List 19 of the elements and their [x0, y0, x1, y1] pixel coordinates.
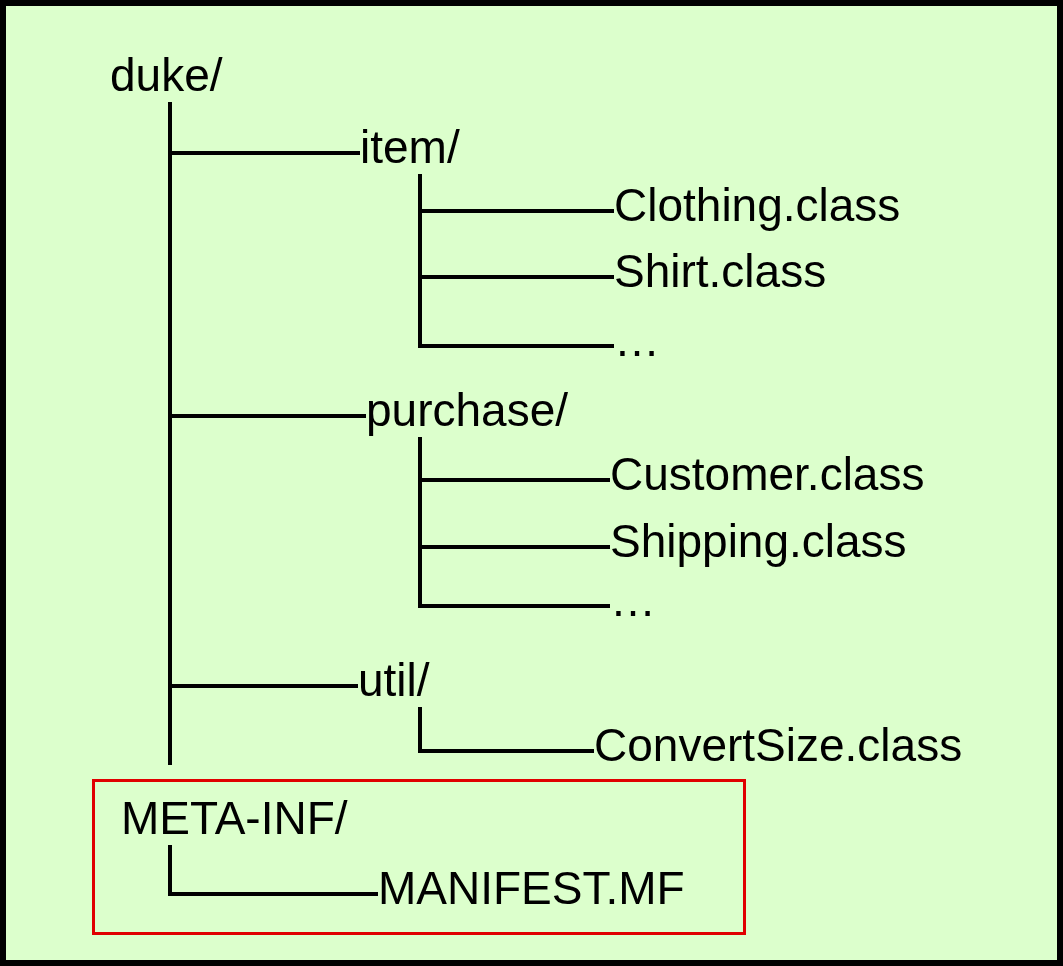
tree-entry: duke/ [110, 48, 223, 102]
tree-branch-line [418, 707, 594, 753]
tree-entry: MANIFEST.MF [378, 861, 685, 915]
tree-entry: purchase/ [366, 383, 568, 437]
highlight-frame [92, 779, 746, 935]
tree-entry: Shipping.class [610, 514, 907, 568]
tree-entry: Shirt.class [614, 244, 827, 298]
tree-entry: Clothing.class [614, 178, 901, 232]
tree-branch-line [418, 174, 614, 348]
tree-branch-line [168, 102, 358, 688]
tree-entry: util/ [358, 653, 430, 707]
tree-branch-line [168, 845, 378, 896]
tree-entry: META-INF/ [121, 791, 348, 845]
tree-entry: ConvertSize.class [594, 718, 963, 772]
tree-entry: … [610, 573, 656, 627]
tree-branch-line [418, 437, 610, 608]
tree-entry: … [614, 313, 660, 367]
tree-entry: item/ [360, 120, 460, 174]
tree-entry: Customer.class [610, 447, 925, 501]
